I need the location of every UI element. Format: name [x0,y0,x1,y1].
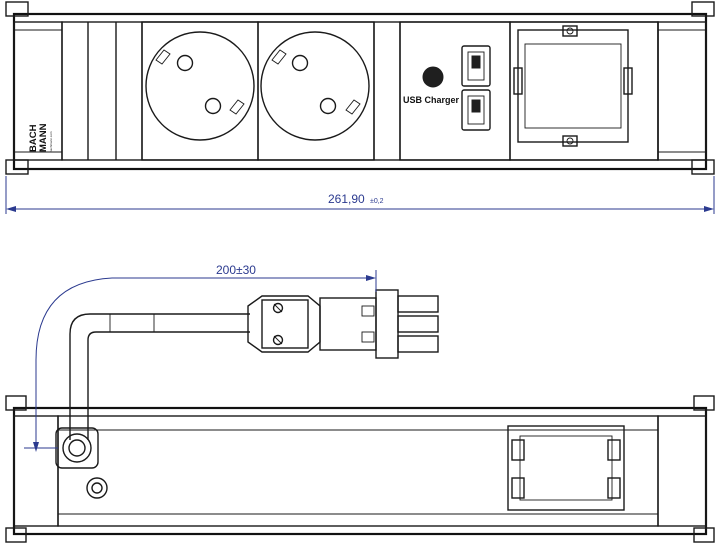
power-cable [69,313,250,440]
mounting-hole-icon [86,477,108,499]
usb-port-1-icon [461,45,491,87]
cable-length-dimension: 200±30 [24,263,377,452]
total-length-dimension: 261,90 ±0,2 [5,176,715,214]
rear-insert-frame [507,425,625,511]
rear-view-power-strip [5,289,715,543]
rear-outer-profile [12,406,708,536]
brand-subtitle: bachmann.com [49,131,53,152]
schuko-socket-1 [141,21,259,161]
brand-line-1: BACH [28,124,39,152]
left-end-cap [5,1,63,175]
schuko-socket-2 [257,21,375,161]
top-view-power-strip: USB Charger BACH MANN bachmann.com [5,1,715,175]
usb-charger-module: USB Charger [399,21,511,161]
usb-charger-label: USB Charger [403,95,460,105]
top-inner-profile [61,21,659,161]
right-end-cap [657,1,715,175]
usb-port-2-icon [461,89,491,131]
cable-entry-gland [55,427,99,469]
brand-line-2: MANN [38,123,49,152]
total-length-value: 261,90 [328,192,365,206]
empty-insert-frame [509,21,659,161]
brand-logo: BACH MANN bachmann.com [28,123,53,152]
cable-length-value: 200±30 [216,263,256,277]
blank-module [87,22,143,160]
top-outer-profile [12,12,708,171]
total-length-tolerance: ±0,2 [370,198,384,205]
usb-indicator-led-icon [422,66,444,88]
cable-connector [247,289,439,359]
